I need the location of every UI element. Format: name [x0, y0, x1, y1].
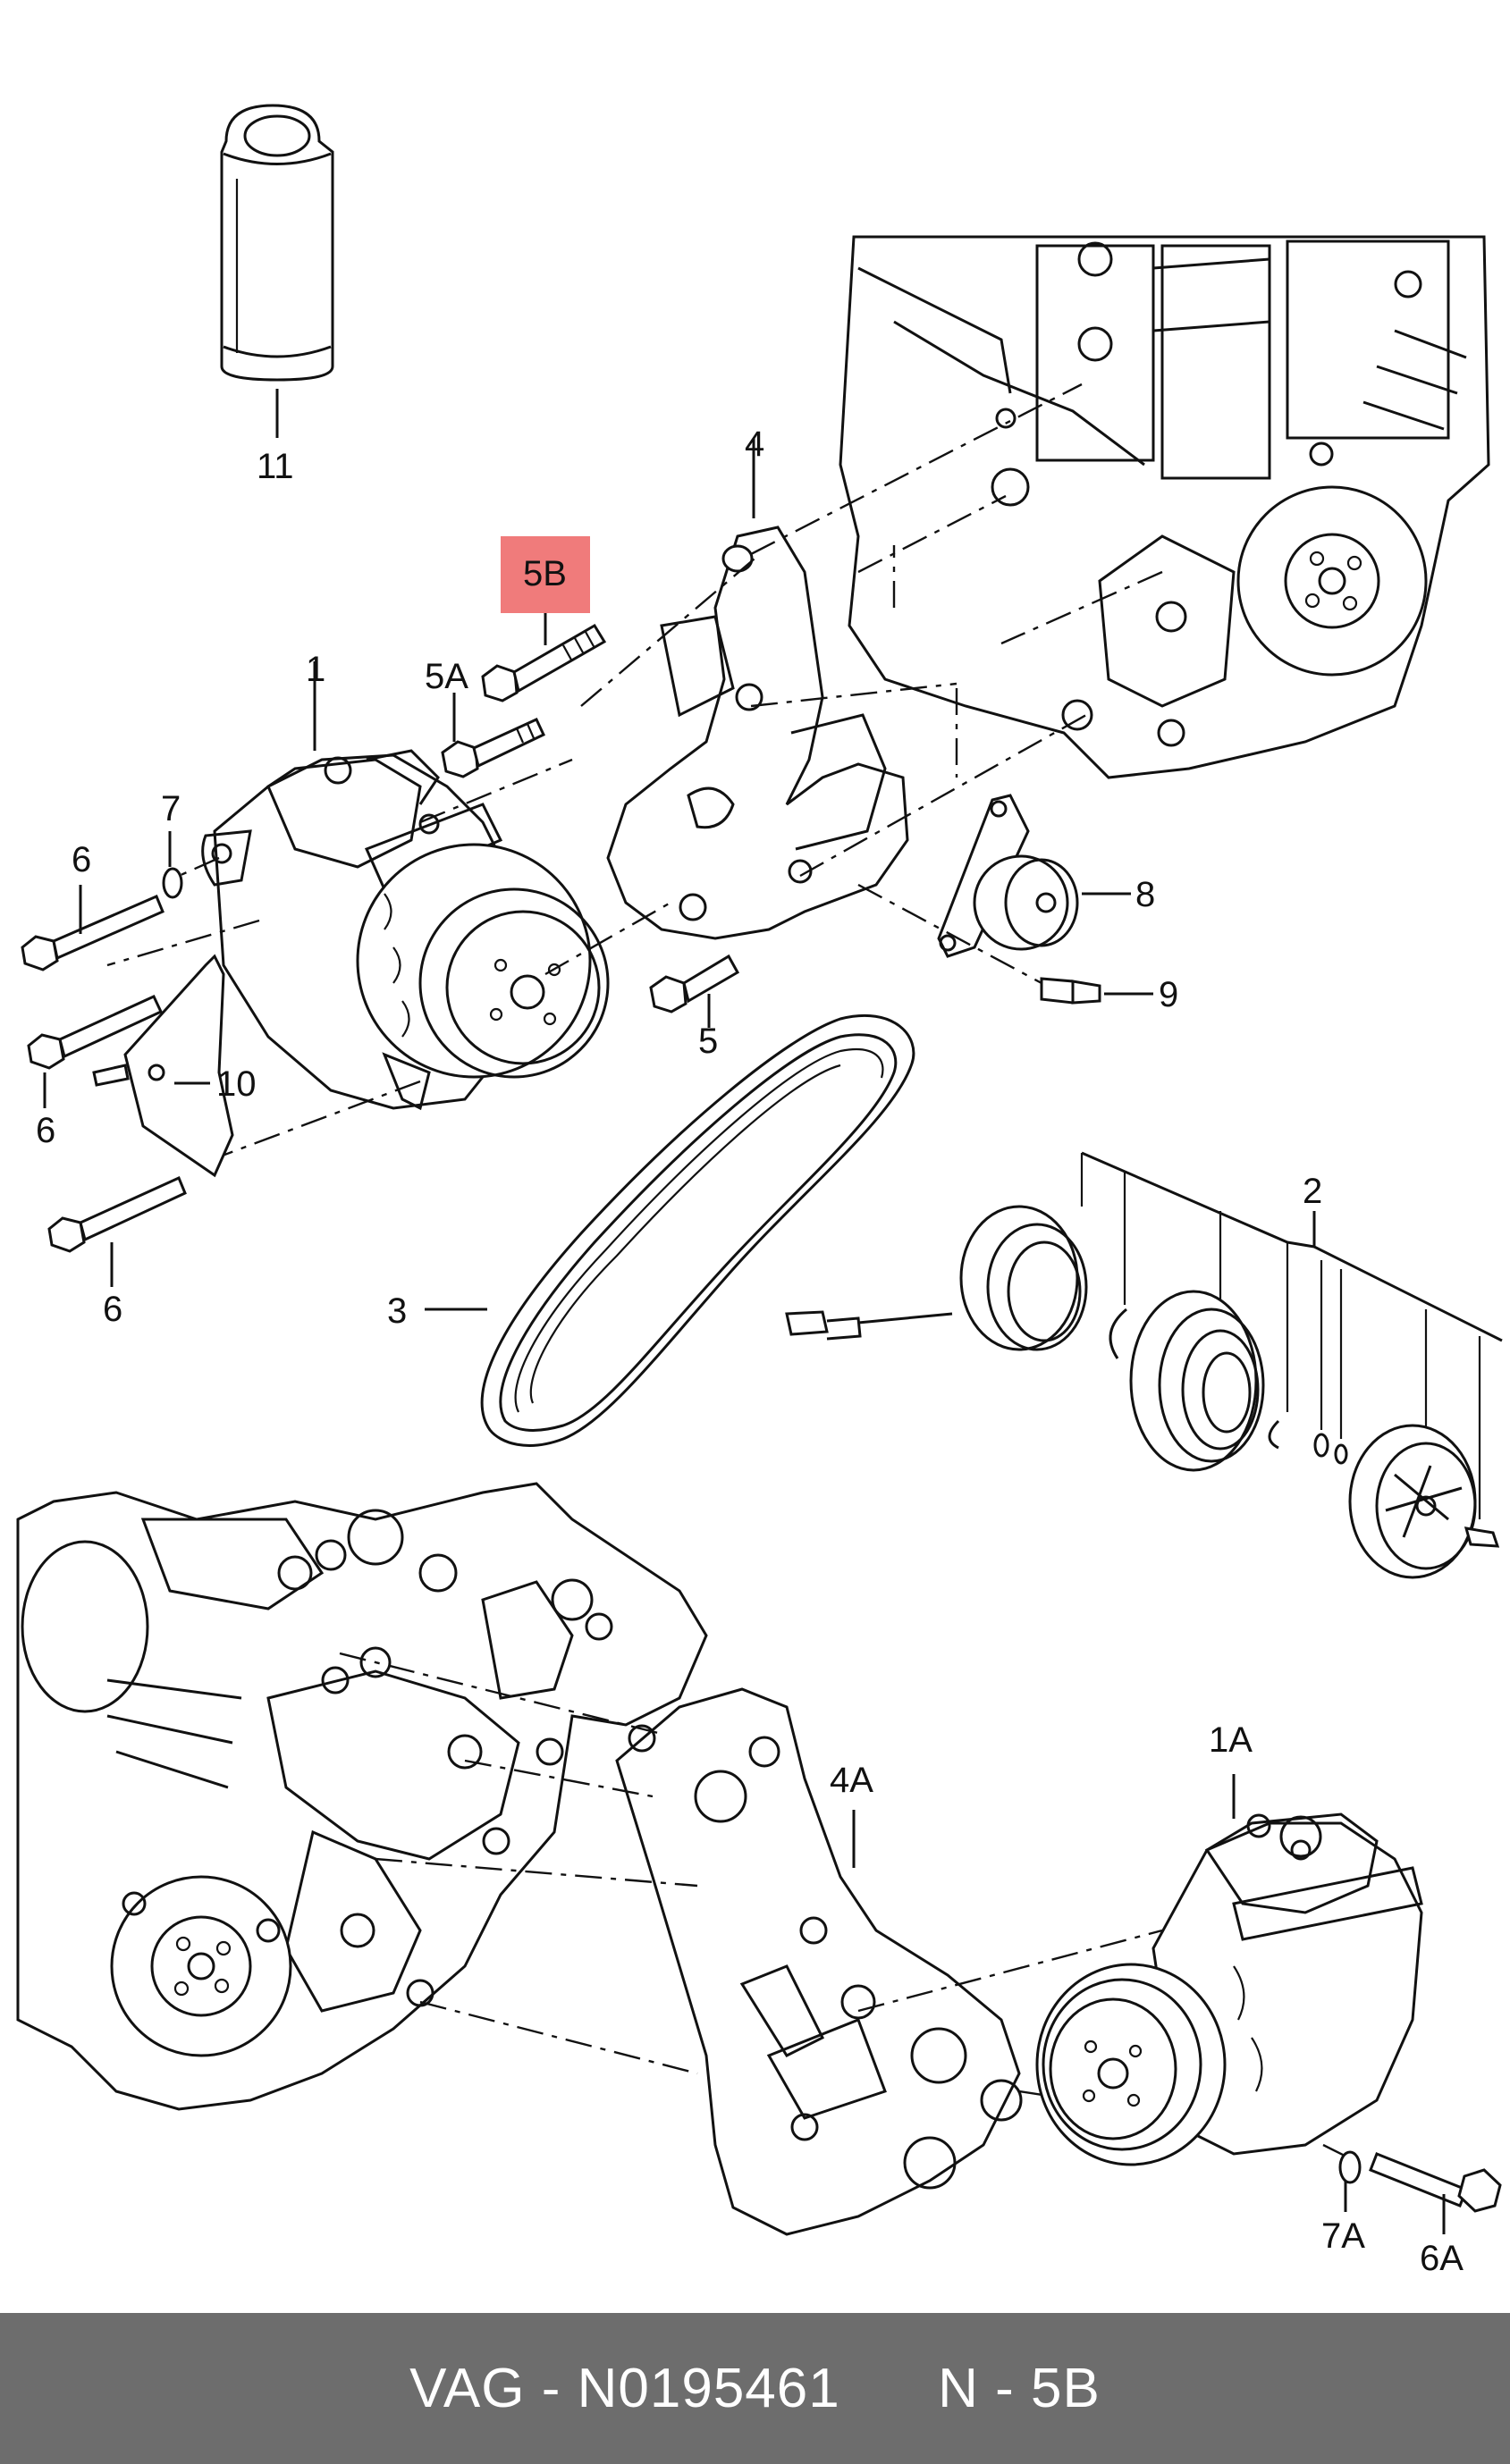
callout-labels: 11 4 5B 1 5A 7 6 6 6 10 5 8 9 2 3 1A 4A …: [36, 425, 1464, 2278]
part-number-footer: VAG - N0195461 N - 5B: [0, 2313, 1510, 2464]
bolt-6-top: [21, 885, 164, 971]
compressor-part-1A: [1035, 1774, 1423, 2166]
washer-part-7A: [1338, 2150, 1362, 2212]
bracket-part-4A: [615, 1687, 1023, 2236]
callout-11: 11: [257, 447, 294, 486]
callout-5A: 5A: [425, 657, 468, 696]
spray-can-part-11: [220, 104, 334, 438]
callout-4A: 4A: [830, 1761, 873, 1800]
highlight-box-5B: [501, 536, 590, 613]
callout-6A: 6A: [1420, 2239, 1464, 2278]
alignment-lines-upper: [580, 383, 1163, 878]
callout-10: 10: [216, 1064, 257, 1104]
callout-1A: 1A: [1209, 1720, 1253, 1760]
bracket-plate-part-10: [92, 954, 234, 1178]
footer-part-number-text: VAG - N0195461 N - 5B: [409, 2358, 1101, 2419]
clutch-assembly-part-2: [785, 1151, 1503, 1579]
tensioner-part-8: [937, 794, 1131, 958]
compressor-part-1: [201, 661, 610, 1111]
parts-diagram: 11 4 5B 1 5A 7 6 6 6 10 5 8 9 2 3 1A 4A …: [16, 104, 1503, 2278]
callout-4: 4: [745, 425, 764, 464]
alignment-line-tensioner: [857, 883, 1042, 985]
callout-7: 7: [161, 789, 181, 828]
bolt-5: [649, 954, 740, 1028]
callout-5B: 5B: [523, 554, 567, 593]
callout-6-middle: 6: [36, 1111, 55, 1150]
callout-6-top: 6: [72, 840, 91, 879]
washer-part-7: [162, 831, 183, 899]
bolt-part-6A: [1369, 2152, 1502, 2234]
bolt-6-bottom: [47, 1175, 187, 1287]
bolt-6-middle: [27, 995, 163, 1108]
bolt-5A: [441, 693, 545, 778]
callout-1: 1: [306, 650, 325, 689]
bracket-part-4: [606, 438, 909, 940]
bolt-5B: [481, 590, 607, 702]
belt-part-3: [425, 1013, 915, 1447]
callout-5: 5: [698, 1022, 718, 1061]
callout-6-bottom: 6: [103, 1290, 122, 1329]
callout-3: 3: [387, 1291, 407, 1331]
callout-8: 8: [1135, 875, 1155, 914]
engine-block-lower: [16, 1482, 708, 2111]
callout-9: 9: [1159, 975, 1178, 1014]
callout-2: 2: [1303, 1172, 1322, 1211]
bolt-part-9: [1040, 977, 1153, 1005]
callout-7A: 7A: [1321, 2216, 1365, 2256]
alignment-lines-compressor: [106, 758, 671, 1164]
engine-block-upper: [839, 235, 1490, 779]
